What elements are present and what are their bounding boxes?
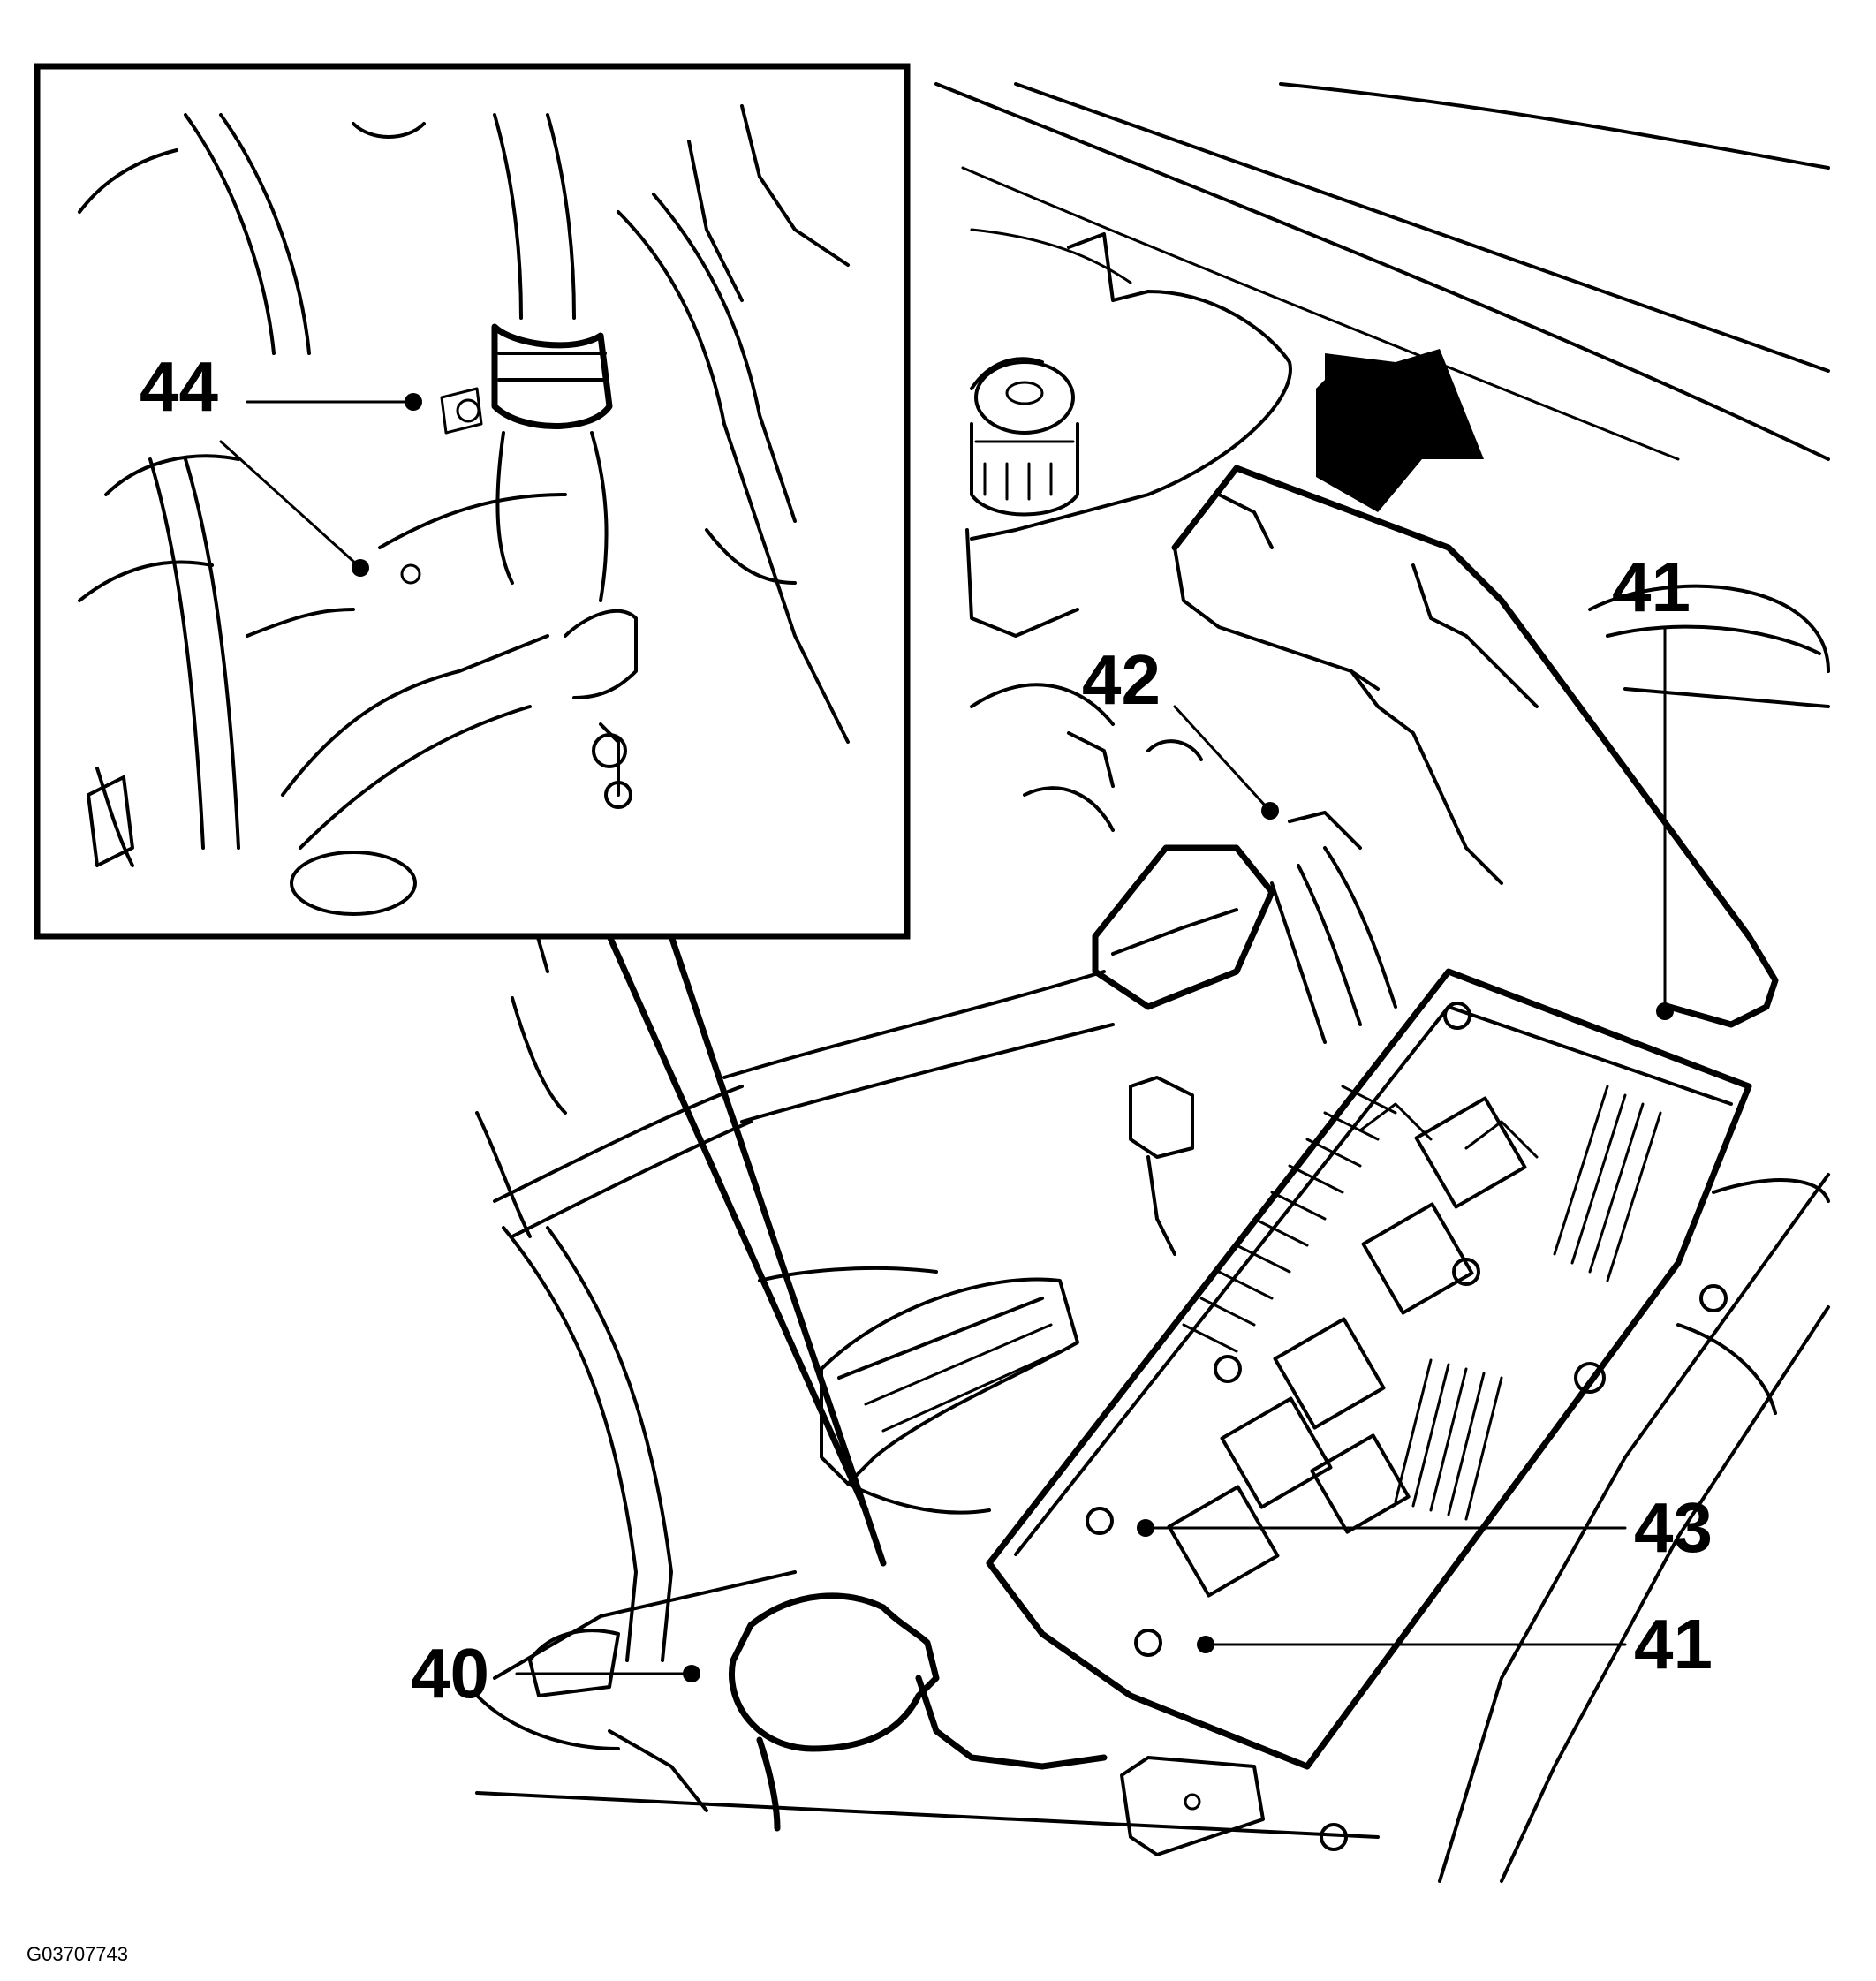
callout-leaders bbox=[219, 393, 1674, 1682]
figure-id: G03707743 bbox=[26, 1943, 128, 1965]
callout-41-bottom: 41 bbox=[1634, 1605, 1713, 1683]
inset-pointer bbox=[606, 933, 887, 1567]
callout-40: 40 bbox=[411, 1634, 489, 1713]
callout-42: 42 bbox=[1082, 640, 1161, 719]
inset-detail-frame bbox=[34, 63, 911, 940]
fuse-block bbox=[1167, 1085, 1662, 1598]
inset-linework bbox=[78, 104, 850, 916]
direction-arrow bbox=[1316, 349, 1484, 512]
callout-44: 44 bbox=[140, 347, 218, 426]
engine-bay-linework bbox=[475, 82, 1830, 1883]
callout-43: 43 bbox=[1634, 1488, 1713, 1567]
callout-41-top: 41 bbox=[1612, 548, 1691, 626]
